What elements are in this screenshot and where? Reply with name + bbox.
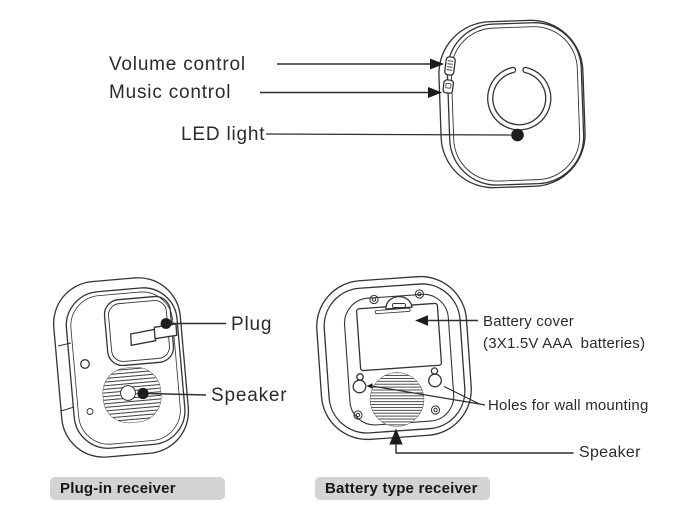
plugin-side-seams: [57, 342, 75, 412]
keyhole-arrowhead-icon: [366, 383, 373, 389]
plugin-speaker-leader-line: [147, 392, 207, 396]
battery-cover-slot: [374, 307, 411, 315]
plugin-face-bevel: [70, 291, 181, 445]
plug-prongs: [130, 323, 178, 347]
battery-speaker-leader-line: [395, 444, 574, 454]
plugin-speaker-callout-dot: [137, 387, 149, 400]
plug-in-receiver-caption: Plug-in receiver: [50, 477, 225, 500]
battery-speaker-arrowhead-icon: [389, 428, 403, 445]
plug-callout-dot: [160, 318, 172, 329]
hanging-notch: [385, 295, 413, 310]
plugin-small-mark: [86, 408, 94, 415]
callout-leaders: [137, 58, 574, 454]
volume-button: [444, 56, 456, 76]
battery-receiver-drawing: [316, 275, 472, 441]
volume-control-label: Volume control: [109, 53, 246, 75]
wall-mount-keyhole-left: [352, 373, 367, 394]
battery-cover-arrowhead-icon: [415, 315, 428, 326]
plugin-speaker-grille: [102, 366, 162, 424]
wall-mount-keyhole-right: [428, 367, 442, 388]
plug-label: Plug: [231, 313, 273, 335]
front-face-bevel: [450, 26, 581, 182]
music-control-label: Music control: [109, 82, 232, 103]
battery-inner-face: [323, 283, 466, 434]
mounting-holes-label: Holes for wall mounting: [488, 396, 649, 414]
battery-cover: [355, 302, 443, 372]
plugin-outer-shell: [52, 277, 190, 458]
plug-in-receiver-drawing: [52, 277, 190, 458]
led-leader-line: [265, 133, 513, 136]
battery-speaker-grille: [369, 372, 425, 427]
plugin-speaker-label: Speaker: [211, 384, 288, 406]
battery-receiver-caption: Battery type receiver: [315, 477, 490, 500]
front-view-drawing: [438, 19, 586, 189]
music-arrowhead-icon: [428, 87, 442, 98]
battery-cover-label-block: Battery cover (3X1.5V AAA batteries): [483, 311, 645, 355]
led-indicator-dot: [511, 128, 524, 142]
battery-cover-detail: (3X1.5V AAA batteries): [483, 335, 646, 352]
battery-speaker-label: Speaker: [579, 444, 641, 461]
corner-screws: [353, 289, 441, 420]
plugin-front-face: [65, 287, 186, 449]
volume-arrowhead-icon: [430, 58, 444, 70]
holes-leader-lines: [371, 385, 486, 406]
plugin-release-hole: [80, 359, 90, 369]
front-outer-shell: [438, 19, 586, 189]
music-note-icon: [445, 82, 452, 89]
battery-cover-label: Battery cover: [483, 313, 574, 330]
led-light-label: LED light: [181, 123, 266, 145]
music-button: [442, 79, 455, 94]
front-face: [446, 22, 585, 186]
led-ring-fill: [488, 68, 551, 130]
